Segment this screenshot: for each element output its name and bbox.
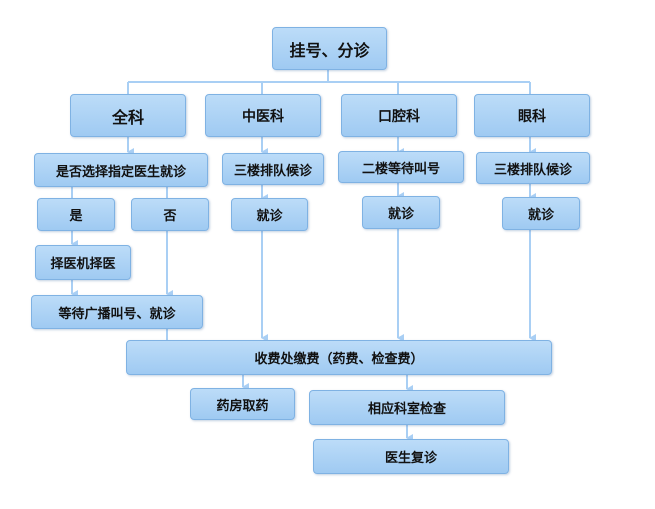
node-dental-queue: 二楼等待叫号	[338, 151, 464, 183]
node-yes: 是	[37, 198, 115, 231]
node-ophthalmology-department: 眼科	[474, 94, 590, 137]
node-revisit: 医生复诊	[313, 439, 509, 474]
node-dental-visit: 就诊	[362, 196, 440, 229]
node-choose-doctor: 是否选择指定医生就诊	[34, 153, 208, 187]
node-payment: 收费处缴费（药费、检查费）	[126, 340, 552, 375]
node-eye-visit: 就诊	[502, 197, 580, 230]
node-tcm-department: 中医科	[205, 94, 321, 137]
node-no: 否	[131, 198, 209, 231]
node-tcm-queue: 三楼排队候诊	[222, 153, 324, 185]
node-self-select: 择医机择医	[35, 245, 131, 280]
node-exam: 相应科室检查	[309, 390, 505, 425]
node-dental-department: 口腔科	[341, 94, 457, 137]
node-general-department: 全科	[70, 94, 186, 137]
node-wait-call: 等待广播叫号、就诊	[31, 295, 203, 329]
node-registration: 挂号、分诊	[272, 27, 387, 70]
node-eye-queue: 三楼排队候诊	[476, 152, 590, 184]
node-tcm-visit: 就诊	[231, 198, 308, 231]
node-pharmacy: 药房取药	[190, 388, 295, 420]
